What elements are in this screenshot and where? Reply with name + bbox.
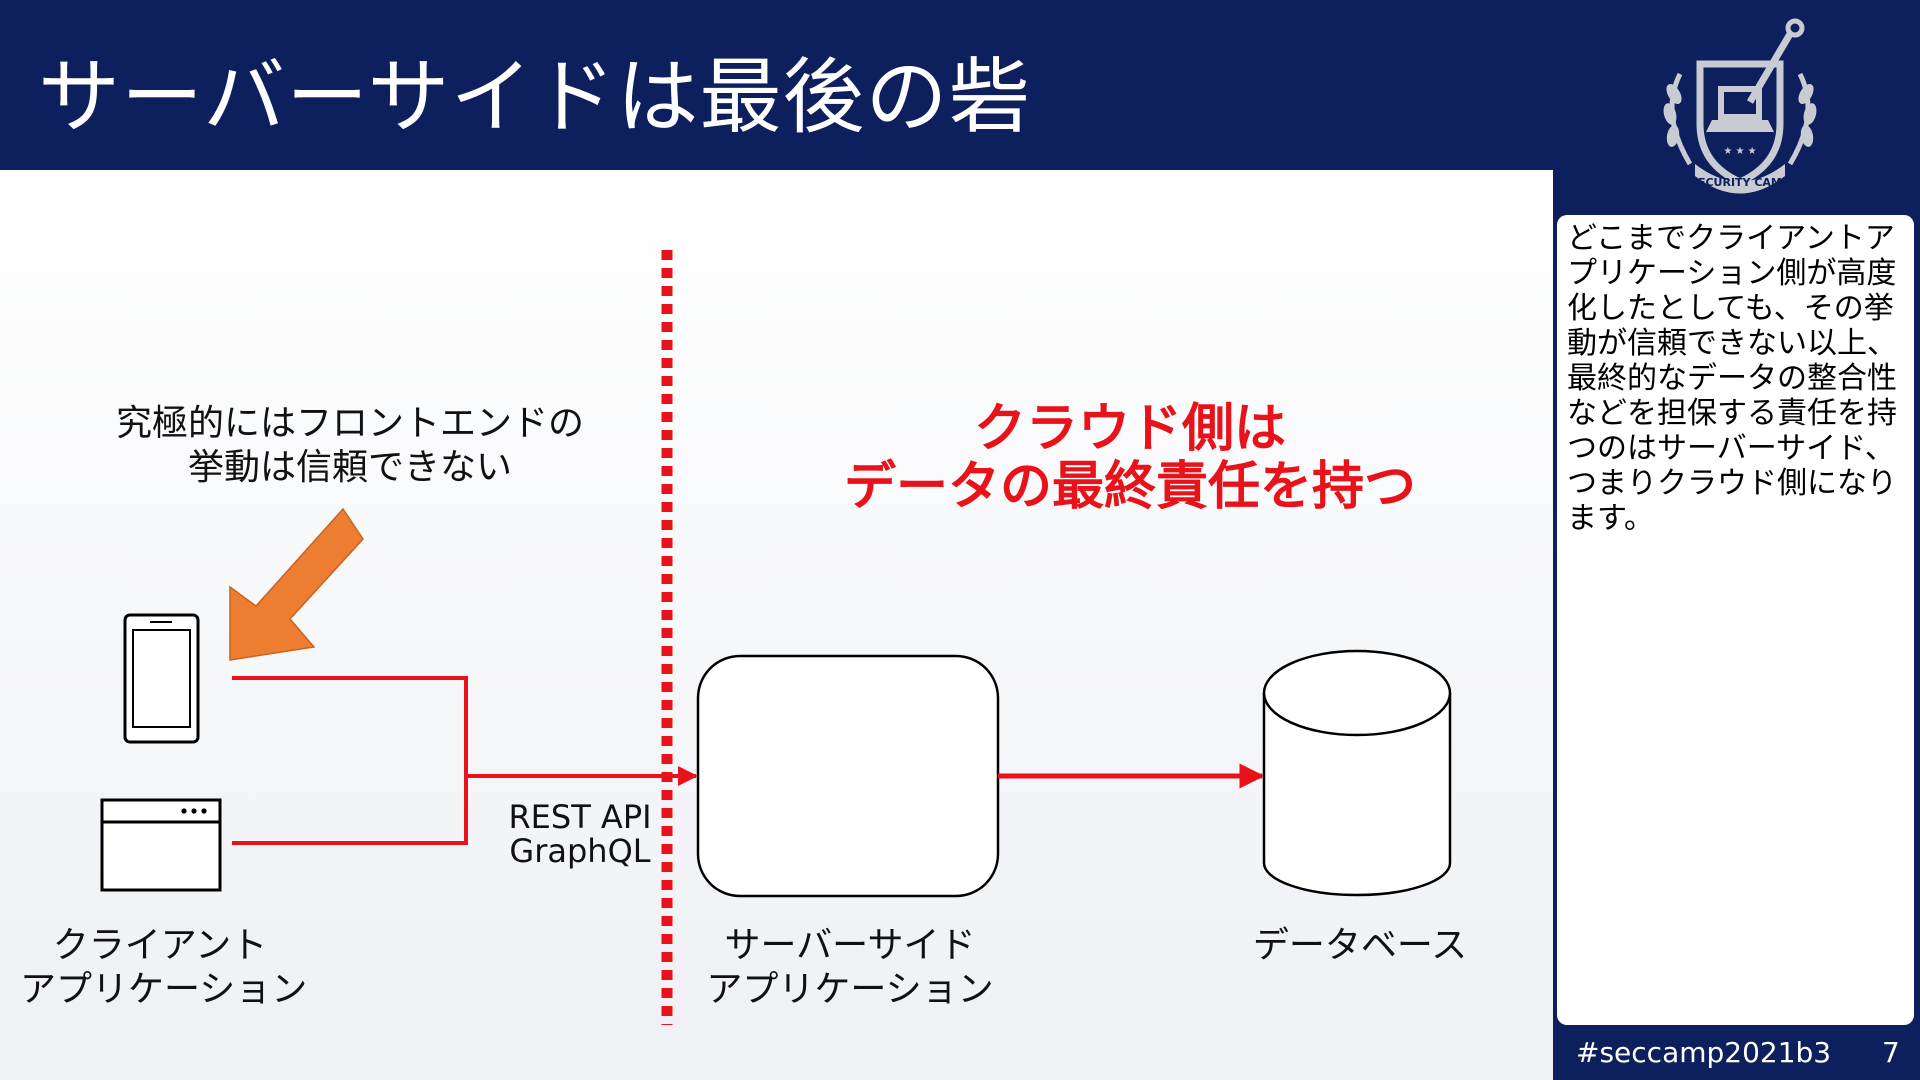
hashtag: #seccamp2021b3 (1576, 1036, 1832, 1069)
svg-text:★ ★ ★: ★ ★ ★ (1723, 146, 1756, 157)
orange-pointer-arrow (229, 507, 364, 661)
database-label: データベース (1252, 925, 1468, 966)
server-application-box (696, 654, 1000, 898)
client-connector (232, 676, 468, 845)
client-application-label: クライアント アプリケーション (20, 925, 308, 1010)
smartphone-icon (123, 613, 200, 744)
database-icon (1262, 649, 1452, 897)
slide-title: サーバーサイドは最後の砦 (38, 50, 1032, 145)
browser-window-icon (100, 798, 222, 892)
api-label: REST API GraphQL (508, 798, 652, 870)
speaker-note-text: どこまでクライアントアプリケーション側が高度化したとしても、その挙動が信頼できな… (1567, 221, 1897, 536)
page-number: 7 (1882, 1036, 1900, 1069)
cloud-responsibility-label: クラウド側は データの最終責任を持つ (843, 399, 1416, 517)
title-bar: サーバーサイドは最後の砦 (0, 0, 1920, 170)
security-camp-emblem: ★ ★ ★ SECURITY CAMP (1663, 18, 1817, 194)
server-application-label: サーバーサイド アプリケーション (706, 925, 994, 1010)
emblem-text: SECURITY CAMP (1690, 176, 1790, 189)
speaker-note-box: どこまでクライアントアプリケーション側が高度化したとしても、その挙動が信頼できな… (1557, 215, 1914, 1025)
architecture-diagram (100, 250, 1452, 1025)
frontend-note: 究極的にはフロントエンドの 挙動は信頼できない (115, 403, 584, 488)
